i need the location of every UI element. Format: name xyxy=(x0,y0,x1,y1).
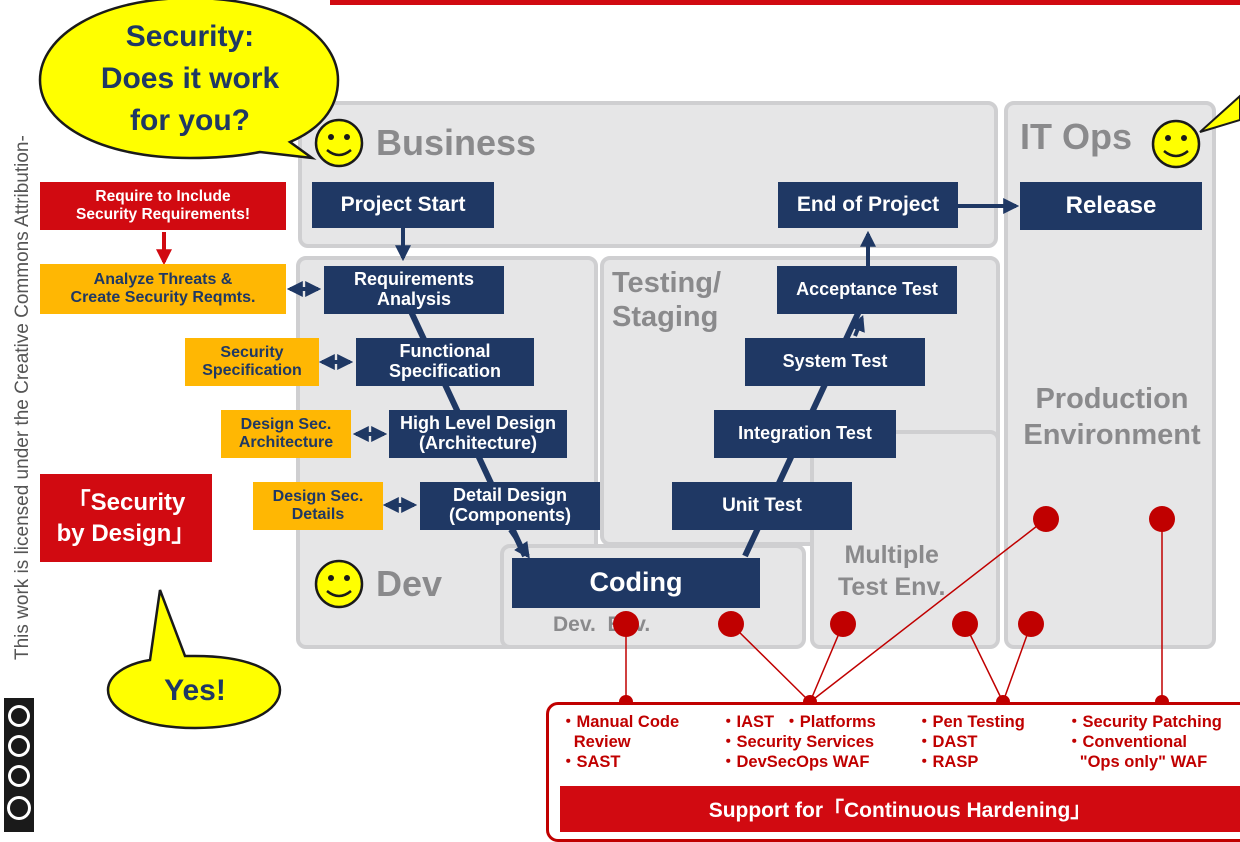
high-level-design-box: High Level Design (Architecture) xyxy=(389,410,567,458)
production-title: Production Environment xyxy=(1023,383,1201,451)
security-specification-box: Security Specification xyxy=(185,338,319,386)
tools-pen-testing: ・Pen Testing ・DAST ・RASP xyxy=(916,713,1025,771)
functional-specification-box: Functional Specification xyxy=(356,338,534,386)
require-security-requirements-box: Require to Include Security Requirements… xyxy=(40,182,286,230)
integration-test-box: Integration Test xyxy=(714,410,896,458)
acceptance-test-box: Acceptance Test xyxy=(777,266,957,314)
tools-security-patching: ・Security Patching ・Conventional "Ops on… xyxy=(1066,713,1222,771)
yes-text: Yes! xyxy=(164,674,226,707)
unit-test-box: Unit Test xyxy=(672,482,852,530)
it-ops-title: IT Ops xyxy=(1020,116,1133,157)
cc-license-badge xyxy=(0,698,38,832)
business-smiley-icon xyxy=(314,118,364,168)
requirements-analysis-box: Requirements Analysis xyxy=(324,266,504,314)
license-text: This work is licensed under the Creative… xyxy=(12,135,33,660)
multiple-test-env-title: Multiple Test Env. xyxy=(838,541,946,601)
ops-bubble-tail xyxy=(1199,94,1240,133)
testing-title: Testing/ Staging xyxy=(612,267,722,333)
analyze-threats-box: Analyze Threats & Create Security Reqmts… xyxy=(40,264,286,314)
end-of-project-box: End of Project xyxy=(778,182,958,228)
it-ops-smiley-icon xyxy=(1151,119,1201,169)
security-question-bubble xyxy=(38,0,340,160)
coding-box: Coding xyxy=(512,558,760,608)
security-question-text: Security: Does it work for you? xyxy=(100,20,280,137)
yes-bubble xyxy=(106,589,282,730)
design-sec-details-box: Design Sec. Details xyxy=(253,482,383,530)
security-by-design-box: 「Security by Design」 xyxy=(40,474,212,562)
top-red-bar xyxy=(330,0,1240,5)
project-start-box: Project Start xyxy=(312,182,494,228)
tools-iast-platforms: ・IAST ・Platforms ・Security Services ・Dev… xyxy=(720,713,876,771)
release-box: Release xyxy=(1020,182,1202,230)
continuous-hardening-banner: Support for「Continuous Hardening」 xyxy=(560,786,1240,832)
detail-design-box: Detail Design (Components) xyxy=(420,482,600,530)
license-strip: This work is licensed under the Creative… xyxy=(10,0,48,832)
dev-smiley-icon xyxy=(314,559,364,609)
system-test-box: System Test xyxy=(745,338,925,386)
design-sec-architecture-box: Design Sec. Architecture xyxy=(221,410,351,458)
tools-manual-code-review: ・Manual Code Review ・SAST xyxy=(560,713,680,771)
dev-title: Dev xyxy=(376,563,443,604)
business-title: Business xyxy=(376,122,537,163)
